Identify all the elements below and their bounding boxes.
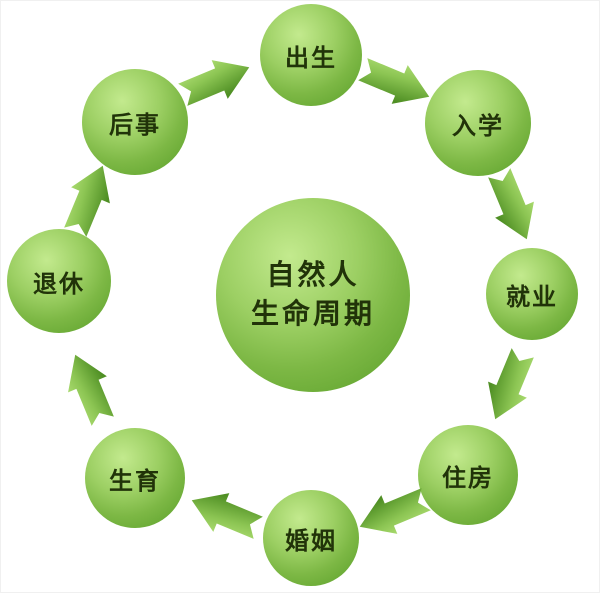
node-marriage-label: 婚姻 bbox=[285, 528, 337, 555]
node-funeral-label: 后事 bbox=[109, 112, 161, 139]
arrow-employment-to-housing-icon bbox=[488, 348, 534, 420]
node-employment: 就业 bbox=[486, 248, 578, 340]
arrow-childbirth-to-retirement-icon bbox=[68, 354, 114, 426]
center-node-life-cycle: 自然人 生命周期 bbox=[216, 198, 410, 392]
node-marriage: 婚姻 bbox=[263, 490, 359, 586]
node-housing: 住房 bbox=[418, 425, 518, 525]
center-node-label: 自然人 生命周期 bbox=[251, 256, 375, 334]
arrow-birth-to-enrollment-icon bbox=[358, 58, 430, 104]
node-enrollment-label: 入学 bbox=[452, 113, 504, 140]
node-employment-label: 就业 bbox=[506, 284, 558, 311]
node-childbirth: 生育 bbox=[85, 428, 185, 528]
node-housing-label: 住房 bbox=[442, 465, 494, 492]
node-childbirth-label: 生育 bbox=[109, 468, 161, 495]
node-enrollment: 入学 bbox=[425, 70, 531, 176]
node-retirement-label: 退休 bbox=[33, 271, 85, 298]
node-funeral: 后事 bbox=[82, 69, 188, 175]
arrow-marriage-to-childbirth-icon bbox=[191, 493, 263, 539]
node-retirement: 退休 bbox=[7, 229, 111, 333]
arrow-retirement-to-funeral-icon bbox=[64, 165, 110, 237]
node-birth: 出生 bbox=[260, 4, 362, 106]
arrow-funeral-to-birth-icon bbox=[178, 60, 250, 106]
arrow-housing-to-marriage-icon bbox=[359, 488, 431, 534]
center-label-line2: 生命周期 bbox=[250, 299, 375, 330]
center-label-line1: 自然人 bbox=[266, 259, 360, 291]
node-birth-label: 出生 bbox=[285, 45, 337, 72]
arrow-enrollment-to-employment-icon bbox=[488, 168, 534, 240]
